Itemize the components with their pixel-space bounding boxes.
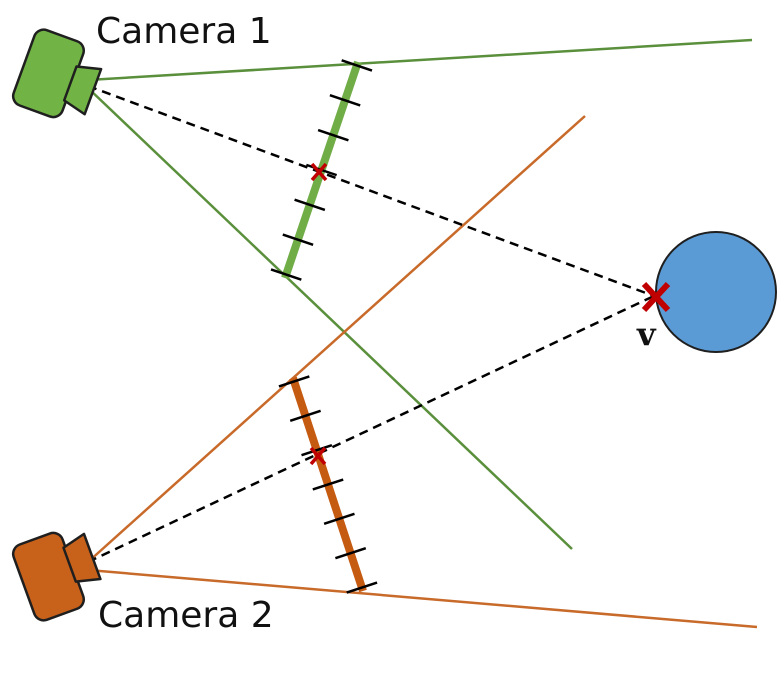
camera-1-camera-icon [11, 28, 103, 119]
camera-2-frustum-bottom-ray [87, 568, 758, 629]
camera-1-frustum-bottom-ray [87, 87, 573, 550]
camera-1-image-plane-tick [329, 94, 361, 107]
camera-1-image-plane-tick [341, 59, 373, 72]
camera-2-projection-line [87, 294, 655, 564]
target-point-cross-icon [641, 281, 671, 313]
camera-2-frustum-top-ray [87, 115, 586, 563]
camera-1-projection-line [87, 84, 655, 298]
camera-2-image-plane-tick [312, 478, 344, 491]
camera-2-image-plane-tick [323, 512, 355, 526]
target-point-label: v [637, 315, 656, 353]
camera-1-label: Camera 1 [96, 11, 272, 52]
camera-2-projection-cross-icon [309, 446, 327, 466]
camera-2-image-plane-ticks [278, 375, 378, 594]
camera-1-image-plane-tick [270, 268, 302, 281]
camera-1-image-plane-tick [317, 128, 349, 142]
camera-1-image-plane-tick [294, 198, 326, 212]
camera-2-image-plane-tick [289, 409, 322, 422]
camera-2-label: Camera 2 [98, 595, 274, 636]
camera-1-projection-cross-icon [310, 162, 328, 182]
camera-2-image-plane-tick [301, 443, 333, 457]
camera-1-frustum-top-ray [87, 38, 753, 82]
target-sphere [655, 231, 777, 353]
camera-2-image-plane-tick [346, 581, 378, 594]
camera-1-image-plane-tick [282, 233, 314, 246]
camera-2-image-plane-tick [278, 375, 310, 388]
camera-1-image-plane-ticks [270, 59, 373, 281]
camera-2-camera-icon [11, 531, 102, 622]
camera-2-image-plane-tick [334, 547, 367, 560]
